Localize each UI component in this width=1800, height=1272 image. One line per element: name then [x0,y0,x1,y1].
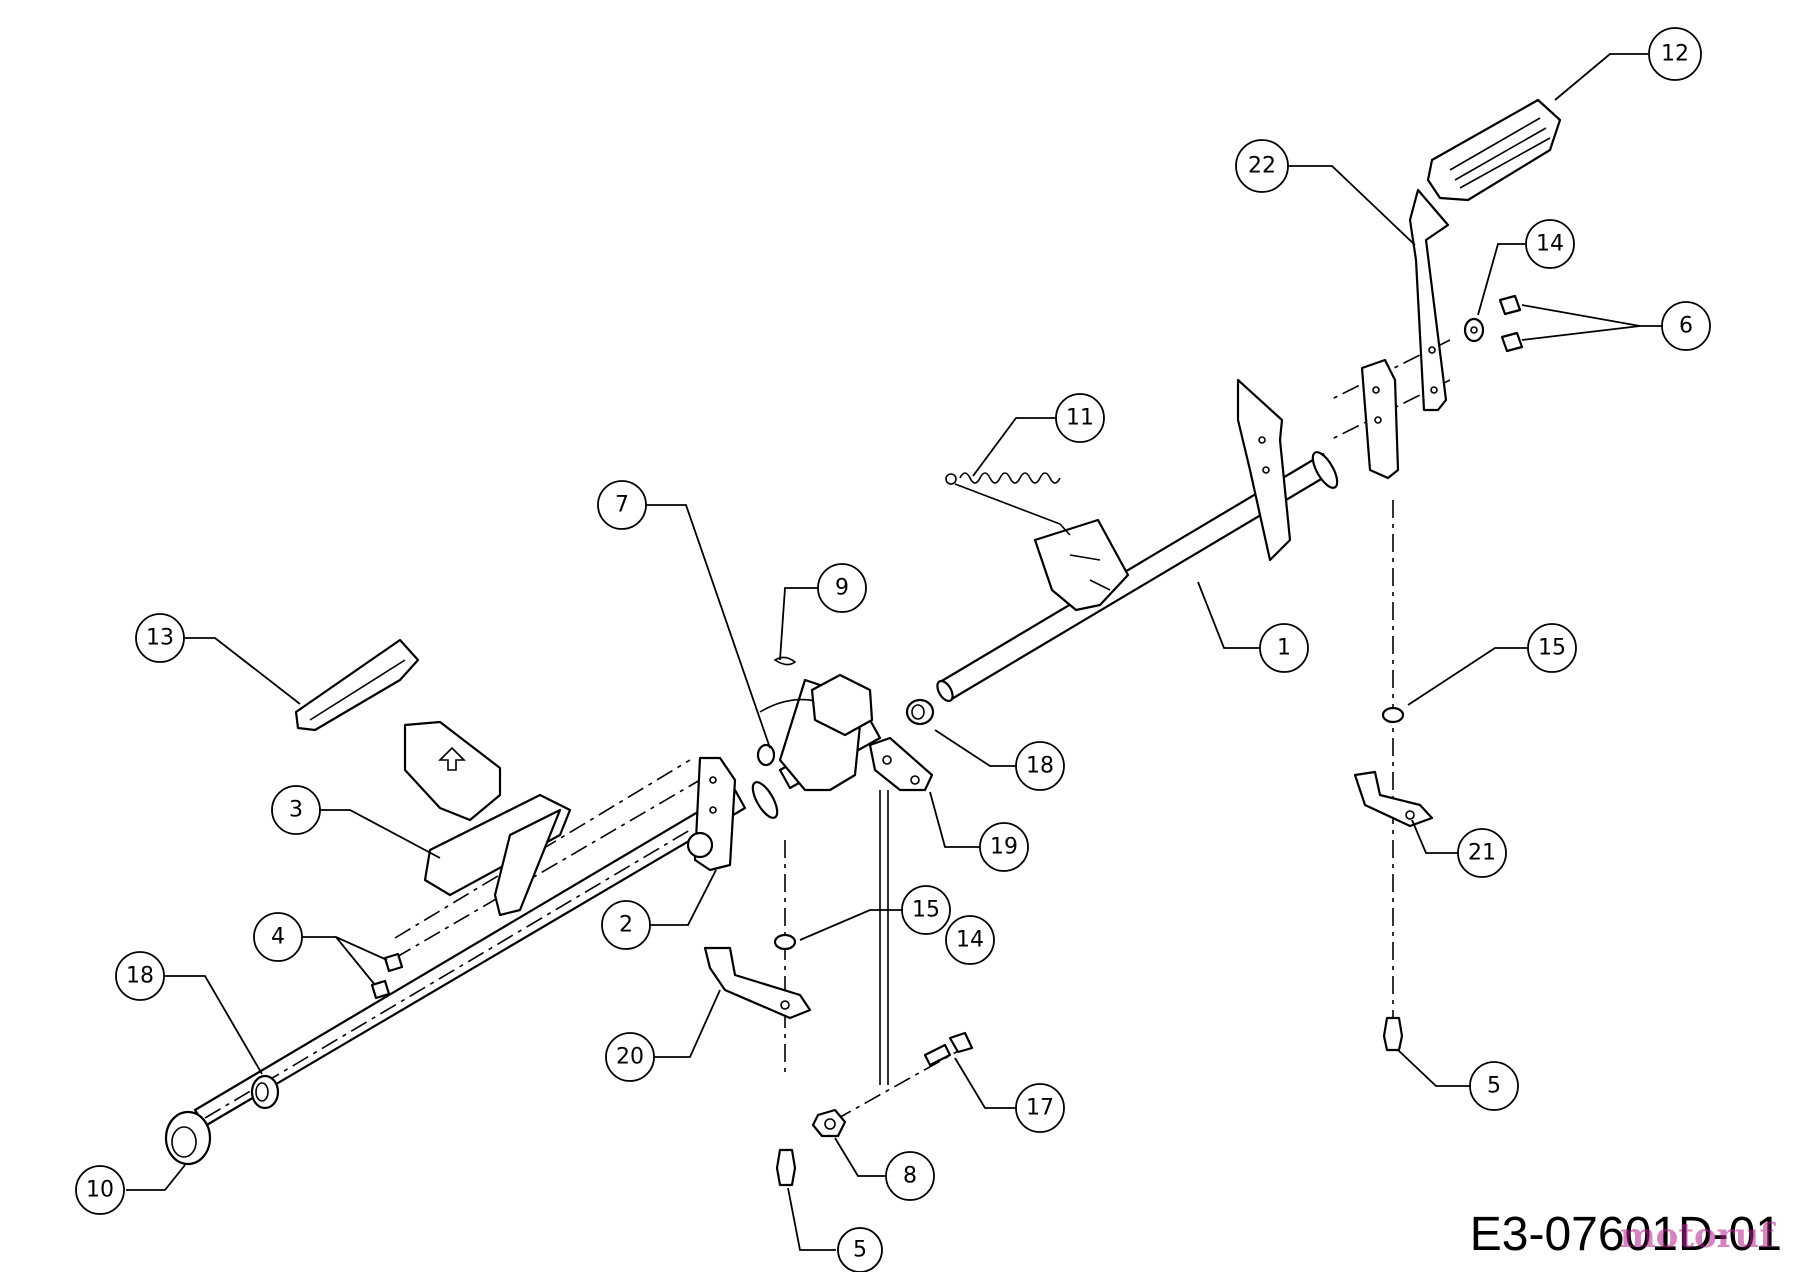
callout-15-left: 15 [901,885,951,935]
callout-5-left: 5 [837,1227,883,1272]
callout-21: 21 [1457,828,1507,878]
callout-14-upper-label: 14 [1536,232,1564,257]
bolts-4 [370,952,404,1000]
washer-15-right [1381,706,1405,724]
callout-22-label: 22 [1248,154,1276,179]
callout-5-right-label: 5 [1487,1074,1501,1099]
callout-5-left-label: 5 [853,1238,867,1263]
callout-14-lower: 14 [945,915,995,965]
washer-15-left [773,933,797,951]
washer-14-upper [1463,317,1485,343]
assembly-center-lines [204,339,1451,1121]
callout-11-label: 11 [1066,406,1094,431]
callout-1-label: 1 [1277,636,1291,661]
watermark-logo: motoruf [1619,1216,1774,1256]
callout-3: 3 [271,785,321,835]
clamp-21 [1353,770,1434,828]
callout-6: 6 [1661,301,1711,351]
callout-21-label: 21 [1468,841,1496,866]
callout-17: 17 [1015,1083,1065,1133]
pedal-3 [403,720,572,917]
callout-7-label: 7 [615,493,629,518]
pedal-arm-22 [1408,188,1450,412]
callout-7: 7 [597,480,647,530]
pedal-pad-13 [294,638,420,732]
callout-15-right: 15 [1527,623,1577,673]
callout-8-label: 8 [903,1164,917,1189]
bolts-6 [1498,294,1524,353]
callout-8: 8 [885,1151,935,1201]
spring-11 [945,472,1071,536]
callout-2: 2 [601,900,651,950]
callout-13: 13 [135,613,185,663]
callout-11: 11 [1055,393,1105,443]
bushing-18-lower [250,1074,280,1110]
callout-17-label: 17 [1026,1096,1054,1121]
callout-18-lower: 18 [115,951,165,1001]
callout-4-label: 4 [271,925,285,950]
bolt-5-right [1382,1016,1404,1052]
callout-18-upper: 18 [1015,741,1065,791]
callout-2-label: 2 [619,913,633,938]
clamp-20 [703,946,812,1020]
callout-18-upper-label: 18 [1026,754,1054,779]
callout-6-label: 6 [1679,314,1693,339]
callout-19: 19 [979,822,1029,872]
callout-18-lower-label: 18 [126,964,154,989]
clip-9 [773,656,797,666]
callout-20-label: 20 [616,1045,644,1070]
callout-10-label: 10 [86,1178,114,1203]
callout-4: 4 [253,912,303,962]
callout-3-label: 3 [289,798,303,823]
callout-14-upper: 14 [1525,219,1575,269]
pedal-pad-12 [1426,98,1562,202]
cap-10 [164,1110,212,1166]
callout-9-label: 9 [835,576,849,601]
callout-5-right: 5 [1469,1061,1519,1111]
callout-9: 9 [817,563,867,613]
callout-19-label: 19 [990,835,1018,860]
callout-14-lower-label: 14 [956,928,984,953]
bushing-18-upper [905,698,935,726]
callout-12: 12 [1648,27,1702,81]
nut-8 [811,1108,847,1138]
callout-10: 10 [75,1165,125,1215]
pedal-mount-bracket [1311,358,1400,489]
bolt-17 [923,1031,974,1067]
callout-15-right-label: 15 [1538,636,1566,661]
spring-bracket [1033,518,1130,612]
drawing-code: E3-07601D-01 [1469,1208,1782,1261]
bolt-5-left [775,1148,797,1187]
pin-7 [756,743,776,767]
callout-13-label: 13 [146,626,174,651]
actuator-block [810,673,874,737]
callout-15-left-label: 15 [912,898,940,923]
callout-1: 1 [1259,623,1309,673]
callout-22: 22 [1235,139,1289,193]
center-bracket [1236,378,1292,562]
callout-12-label: 12 [1661,42,1689,67]
callout-20: 20 [605,1032,655,1082]
mount-plate-2 [686,756,779,872]
link-arm-19 [868,736,934,792]
